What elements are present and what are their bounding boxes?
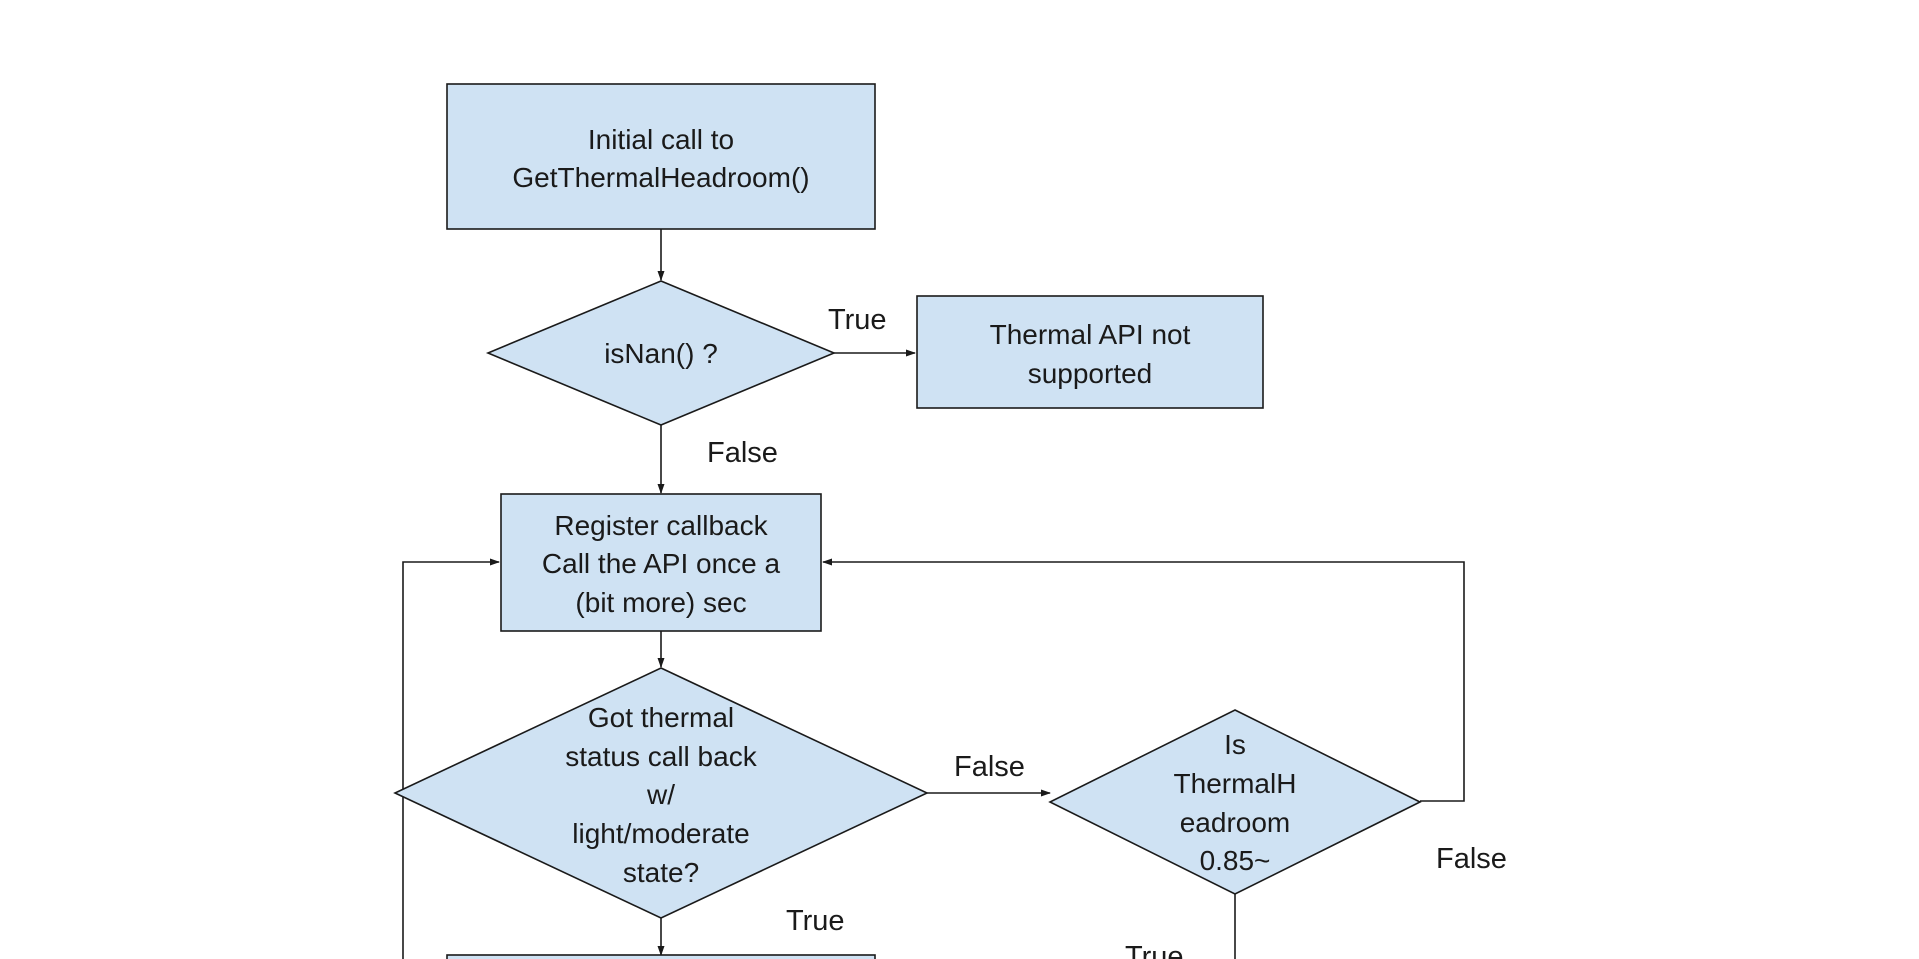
svg-text:Initial call to: Initial call to bbox=[588, 124, 734, 155]
register-callback-line-1: Register callback bbox=[554, 510, 768, 541]
got-status-line-2: status call back bbox=[565, 741, 757, 772]
is-headroom-line-3: eadroom bbox=[1180, 807, 1291, 838]
isnan-false-label: False bbox=[707, 437, 778, 469]
is-headroom-line-1: Is bbox=[1224, 729, 1246, 760]
register-callback-line-3: (bit more) sec bbox=[575, 587, 746, 618]
got-status-line-5: state? bbox=[623, 857, 699, 888]
initial-call-line-1: Initial call to bbox=[588, 124, 734, 155]
got-status-line-1: Got thermal bbox=[588, 702, 734, 733]
not-supported-line-1: Thermal API not bbox=[990, 319, 1191, 350]
isnan-true-label: True bbox=[828, 304, 887, 336]
edge-loop-back-to-register bbox=[402, 558, 500, 959]
is-nan-label: isNan() ? bbox=[604, 338, 718, 369]
edge-headroom-false-to-register bbox=[822, 558, 1465, 802]
svg-text:GetThermalHeadroom(): GetThermalHeadroom() bbox=[512, 162, 809, 193]
got-status-line-3: w/ bbox=[646, 779, 675, 810]
is-headroom-decision: Is ThermalH eadroom 0.85~ bbox=[1048, 709, 1422, 895]
is-headroom-line-2: ThermalH bbox=[1174, 768, 1297, 799]
headroom-true-label: True bbox=[1125, 941, 1184, 959]
not-supported-line-2: supported bbox=[1028, 358, 1153, 389]
headroom-false-label: False bbox=[1436, 843, 1507, 875]
got-status-true-label: True bbox=[786, 905, 845, 937]
register-callback-box: Register callback Call the API once a (b… bbox=[500, 493, 822, 632]
got-status-line-4: light/moderate bbox=[572, 818, 749, 849]
is-nan-decision: isNan() ? bbox=[485, 280, 837, 426]
initial-call-line-2: GetThermalHeadroom() bbox=[512, 162, 809, 193]
next-step-box-partial bbox=[446, 954, 876, 959]
register-callback-line-2: Call the API once a bbox=[542, 548, 781, 579]
initial-call-box: Initial call to GetThermalHeadroom() bbox=[446, 83, 876, 230]
is-headroom-line-4: 0.85~ bbox=[1200, 845, 1271, 876]
got-status-false-label: False bbox=[954, 751, 1025, 783]
not-supported-box: Thermal API not supported bbox=[916, 295, 1264, 409]
got-status-decision: Got thermal status call back w/ light/mo… bbox=[393, 667, 929, 919]
